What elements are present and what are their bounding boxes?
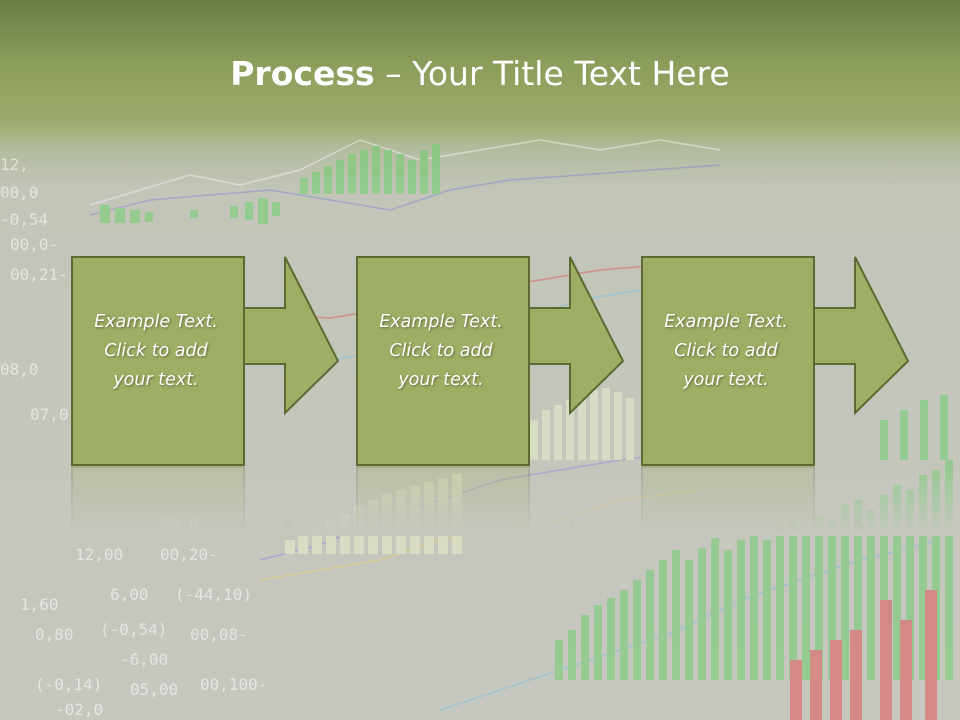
svg-text:-0,54: -0,54 <box>0 210 48 229</box>
svg-text:0,80: 0,80 <box>35 625 74 644</box>
svg-text:07,0: 07,0 <box>30 405 69 424</box>
svg-text:(-0,54): (-0,54) <box>100 620 167 639</box>
svg-text:12,00: 12,00 <box>75 545 123 564</box>
title-rest: – Your Title Text Here <box>374 54 730 93</box>
step-reflection <box>71 466 341 536</box>
svg-text:00,20-: 00,20- <box>160 545 218 564</box>
svg-text:12,: 12, <box>0 155 29 174</box>
svg-text:00,0-: 00,0- <box>10 235 58 254</box>
step-line: your text. <box>113 370 199 390</box>
step-label: Example Text. Click to add your text. <box>356 308 526 395</box>
svg-text:00,0: 00,0 <box>0 183 39 202</box>
svg-text:00,21-: 00,21- <box>10 265 68 284</box>
step-line: Example Text. <box>379 312 503 332</box>
process-step-1[interactable]: Example Text. Click to add your text. <box>71 256 411 466</box>
svg-text:00,100-: 00,100- <box>200 675 267 694</box>
step-line: Click to add <box>674 341 778 361</box>
step-shape <box>356 256 625 466</box>
svg-text:1,60: 1,60 <box>20 595 59 614</box>
step-shape <box>71 256 340 466</box>
slide-title[interactable]: Process – Your Title Text Here <box>0 52 960 96</box>
svg-text:05,00: 05,00 <box>130 680 178 699</box>
step-reflection <box>641 466 911 536</box>
process-step-3[interactable]: Example Text. Click to add your text. <box>641 256 960 466</box>
step-line: your text. <box>398 370 484 390</box>
title-bold: Process <box>230 54 375 93</box>
step-label: Example Text. Click to add your text. <box>641 308 811 395</box>
process-step-2[interactable]: Example Text. Click to add your text. <box>356 256 696 466</box>
svg-text:00,08-: 00,08- <box>190 625 248 644</box>
svg-text:-02,0: -02,0 <box>55 700 103 719</box>
step-line: Example Text. <box>94 312 218 332</box>
step-line: Click to add <box>104 341 208 361</box>
step-label: Example Text. Click to add your text. <box>71 308 241 395</box>
step-reflection <box>356 466 626 536</box>
svg-text:(-44,10): (-44,10) <box>175 585 252 604</box>
step-line: Click to add <box>389 341 493 361</box>
svg-text:08,0: 08,0 <box>0 360 39 379</box>
svg-text:6,00: 6,00 <box>110 585 149 604</box>
svg-text:-6,00: -6,00 <box>120 650 168 669</box>
svg-text:(-0,14): (-0,14) <box>35 675 102 694</box>
step-line: Example Text. <box>664 312 788 332</box>
step-shape <box>641 256 910 466</box>
step-line: your text. <box>683 370 769 390</box>
